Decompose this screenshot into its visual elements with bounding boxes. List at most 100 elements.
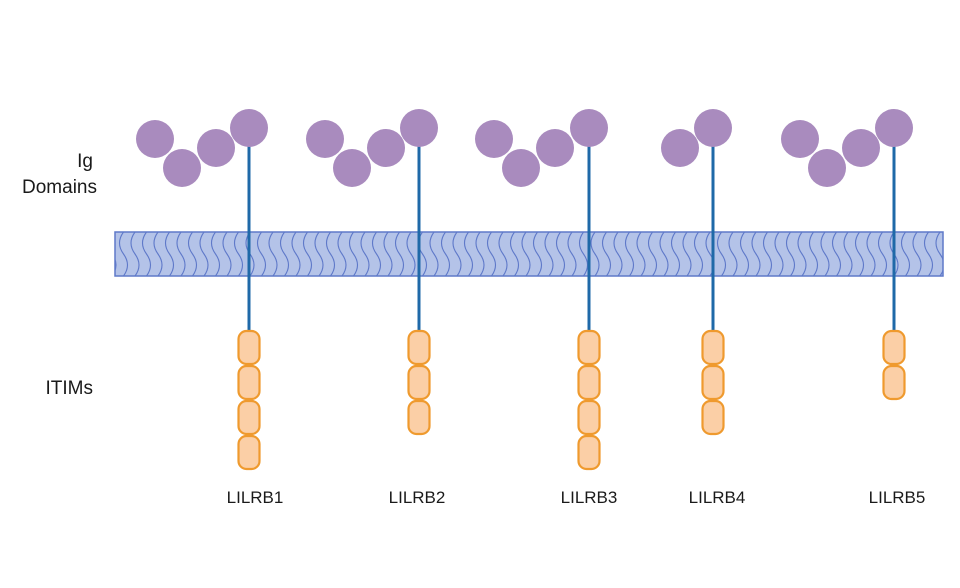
membrane-wave	[302, 232, 313, 276]
membrane-wave	[555, 232, 566, 276]
itim-motif	[701, 399, 725, 436]
membrane-wave	[843, 232, 853, 276]
membrane-wave	[854, 232, 865, 276]
membrane-wave	[659, 232, 669, 276]
ig-domain	[306, 120, 344, 158]
membrane-wave	[613, 232, 623, 276]
membrane-wave	[429, 232, 439, 276]
ig-domain	[875, 109, 913, 147]
membrane-wave	[187, 232, 198, 276]
receptor-lilrb5: LILRB5	[781, 109, 925, 507]
receptor-lilrb2: LILRB2	[306, 109, 445, 507]
membrane-wave	[383, 232, 393, 276]
ig-domains-label-line2: Domains	[22, 177, 97, 198]
ig-domain	[136, 120, 174, 158]
membrane-wave	[118, 232, 129, 276]
membrane-wave	[532, 232, 543, 276]
membrane-wave	[141, 232, 152, 276]
ig-domain	[367, 129, 405, 167]
membrane-wave	[394, 232, 405, 276]
receptor-label: LILRB4	[689, 488, 746, 507]
membrane-wave	[935, 232, 943, 276]
itim-motif	[407, 364, 431, 401]
membrane-wave	[440, 232, 451, 276]
ig-domain	[502, 149, 540, 187]
ig-domains	[475, 109, 608, 187]
membrane-wave	[820, 232, 830, 276]
membrane-lipid-pattern	[115, 232, 943, 276]
membrane-wave	[774, 232, 784, 276]
membrane-wave	[475, 232, 485, 276]
ig-domain	[475, 120, 513, 158]
membrane-wave	[521, 232, 531, 276]
ig-domains	[136, 109, 268, 187]
itim-motif	[577, 364, 601, 401]
membrane-wave	[176, 232, 186, 276]
membrane-wave	[785, 232, 796, 276]
membrane-wave	[567, 232, 577, 276]
receptor-label: LILRB1	[227, 488, 284, 507]
membrane-wave	[831, 232, 842, 276]
itim-motif	[701, 364, 725, 401]
itims	[407, 329, 431, 436]
membrane-wave	[923, 232, 934, 276]
membrane-wave	[670, 232, 681, 276]
itim-motif	[882, 329, 906, 366]
itim-motif	[237, 399, 261, 436]
itim-motif	[237, 329, 261, 366]
membrane-wave	[590, 232, 600, 276]
ig-domain	[163, 149, 201, 187]
membrane-wave	[279, 232, 290, 276]
itim-motif	[577, 434, 601, 471]
membrane-wave	[693, 232, 704, 276]
membrane-wave	[406, 232, 416, 276]
membrane-wave	[762, 232, 773, 276]
itim-motif	[701, 329, 725, 366]
membrane-wave	[130, 232, 140, 276]
receptor-label: LILRB3	[561, 488, 618, 507]
itim-motif	[407, 329, 431, 366]
membrane-wave	[877, 232, 888, 276]
ig-domains-label-line1: Ig	[77, 151, 93, 172]
membrane-wave	[509, 232, 520, 276]
membrane-wave	[210, 232, 221, 276]
membrane-wave	[797, 232, 807, 276]
itims-label: ITIMs	[46, 378, 94, 399]
membrane-wave	[360, 232, 370, 276]
membrane-wave	[601, 232, 612, 276]
itim-motif	[237, 434, 261, 471]
receptor-label: LILRB2	[389, 488, 446, 507]
itim-motif	[237, 364, 261, 401]
membrane-wave	[452, 232, 462, 276]
receptors: LILRB1 LILRB2 LILRB3 LILRB4 LILRB5	[136, 109, 925, 507]
membrane-wave	[636, 232, 646, 276]
ig-domains	[781, 109, 913, 187]
itims	[577, 329, 601, 471]
membrane-wave	[486, 232, 497, 276]
membrane-wave	[371, 232, 382, 276]
ig-domain	[333, 149, 371, 187]
membrane-wave	[578, 232, 589, 276]
ig-domains	[661, 109, 732, 167]
membrane-wave	[199, 232, 209, 276]
membrane-wave	[325, 232, 336, 276]
membrane-wave	[268, 232, 278, 276]
membrane-wave	[164, 232, 175, 276]
ig-domains	[306, 109, 438, 187]
membrane-wave	[233, 232, 244, 276]
receptor-lilrb1: LILRB1	[136, 109, 283, 507]
itim-motif	[577, 329, 601, 366]
membrane-wave	[337, 232, 347, 276]
membrane-wave	[900, 232, 911, 276]
membrane-wave	[348, 232, 359, 276]
membrane-wave	[728, 232, 738, 276]
ig-domain	[694, 109, 732, 147]
receptor-label: LILRB5	[869, 488, 926, 507]
ig-domain	[230, 109, 268, 147]
itims	[701, 329, 725, 436]
membrane-wave	[739, 232, 750, 276]
membrane-wave	[751, 232, 761, 276]
membrane-wave	[544, 232, 554, 276]
membrane-wave	[314, 232, 324, 276]
